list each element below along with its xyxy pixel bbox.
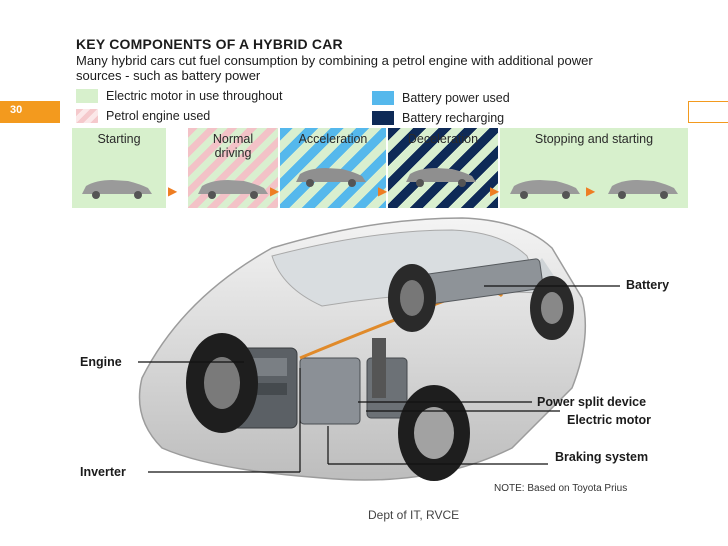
- hybrid-car-cutaway-illustration: [138, 217, 620, 481]
- stage-label: Starting: [97, 132, 141, 146]
- stage-panel-starting: Starting: [72, 128, 166, 208]
- arrow-right-icon: ▶: [490, 184, 500, 198]
- legend-battery-recharging: Battery recharging: [372, 111, 504, 125]
- legend-swatch-navy: [372, 111, 394, 125]
- legend-battery-power: Battery power used: [372, 91, 510, 105]
- legend-label: Battery power used: [402, 91, 510, 105]
- arrow-right-icon: ▶: [270, 184, 280, 198]
- stage-label: Acceleration: [298, 132, 368, 146]
- car-silhouette-icon: [198, 180, 268, 199]
- legend-label: Battery recharging: [402, 111, 505, 125]
- stage-panel-stopping-starting: Stopping and starting: [500, 128, 688, 208]
- infographic-subtitle: Many hybrid cars cut fuel consumption by…: [76, 53, 593, 83]
- stage-label: Normal driving: [212, 132, 254, 160]
- stage-label: Deceleration: [407, 132, 479, 146]
- callout-braking-system: Braking system: [555, 450, 649, 464]
- callout-battery: Battery: [626, 278, 670, 292]
- slide-number-bar: 30: [0, 101, 60, 123]
- stage-panel-deceleration: Deceleration: [388, 128, 498, 208]
- infographic-title: KEY COMPONENTS OF A HYBRID CAR: [76, 36, 343, 52]
- car-silhouette-icon: [510, 180, 580, 199]
- arrow-right-icon: ▶: [378, 184, 388, 198]
- legend-swatch-pink: [76, 109, 98, 123]
- legend-swatch-blue: [372, 91, 394, 105]
- legend-electric-motor: Electric motor in use throughout: [76, 89, 282, 103]
- driving-stages-strip: Starting Normal driving Acceleration Dec…: [72, 128, 688, 208]
- car-silhouette-icon: [82, 180, 152, 199]
- arrow-right-icon: ▶: [168, 184, 178, 198]
- callout-inverter: Inverter: [80, 465, 126, 479]
- callout-power-split-device: Power split device: [537, 395, 647, 409]
- slide-footer: Dept of IT, RVCE: [368, 508, 460, 522]
- legend-label: Petrol engine used: [106, 109, 211, 123]
- stage-panel-normal-driving: Normal driving: [188, 128, 278, 208]
- car-silhouette-icon: [296, 168, 366, 187]
- legend-label: Electric motor in use throughout: [106, 89, 283, 103]
- stage-panel-acceleration: Acceleration: [280, 128, 386, 208]
- slide-number: 30: [10, 104, 23, 116]
- car-silhouette-icon: [608, 180, 678, 199]
- source-note: NOTE: Based on Toyota Prius: [494, 483, 628, 494]
- legend-swatch-green: [76, 89, 98, 103]
- legend-petrol-engine: Petrol engine used: [76, 109, 210, 123]
- stage-label: Stopping and starting: [534, 132, 654, 146]
- callout-electric-motor: Electric motor: [567, 413, 652, 427]
- right-accent-bar: [688, 101, 728, 123]
- car-silhouette-icon: [406, 168, 476, 187]
- arrow-right-icon: ▶: [586, 184, 596, 198]
- callout-engine: Engine: [80, 355, 122, 369]
